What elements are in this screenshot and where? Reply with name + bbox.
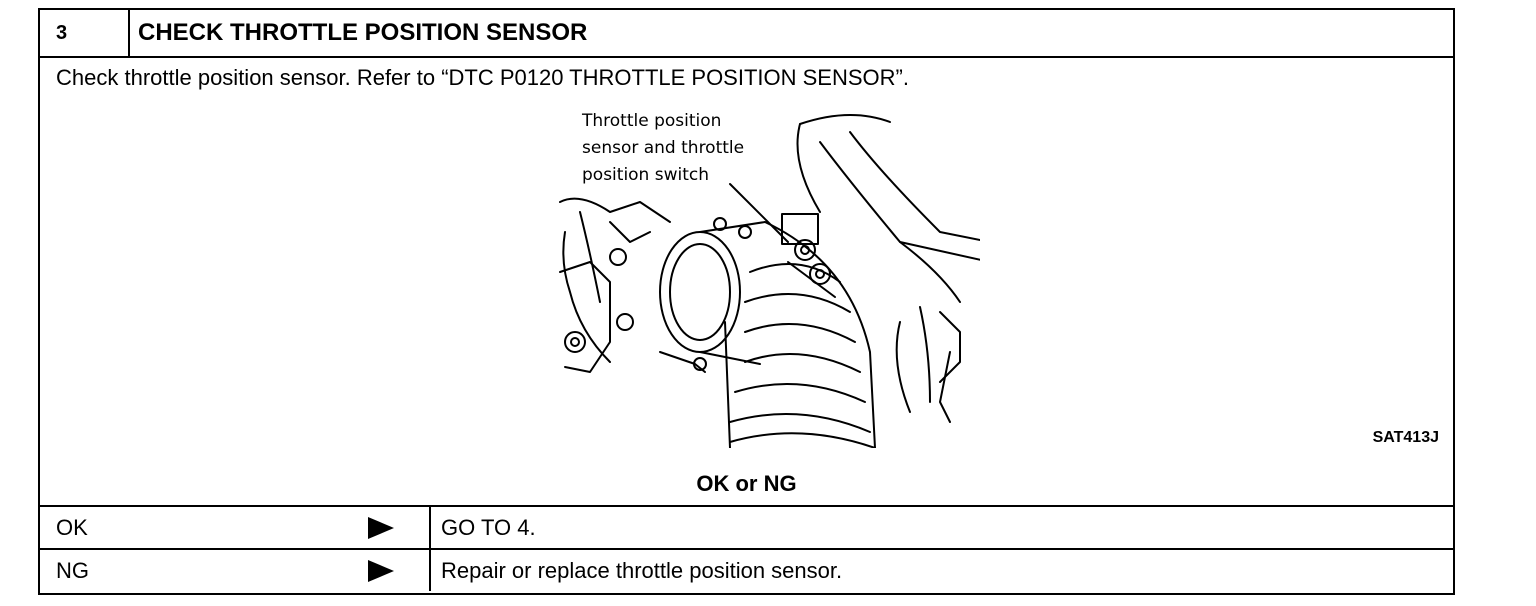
result-label: OK [56,515,88,540]
throttle-body-illustration: Throttle position sensor and throttle po… [559,111,980,448]
result-action: Repair or replace throttle position sens… [441,558,843,583]
column-divider [429,507,431,548]
figure-code: SAT413J [1372,429,1439,446]
right-arrow-icon [368,517,394,539]
callout-line-3: position switch [582,165,709,185]
result-label: NG [56,558,89,583]
column-divider [429,550,431,591]
step-title: CHECK THROTTLE POSITION SENSOR [138,19,588,46]
step-header: 3 CHECK THROTTLE POSITION SENSOR [40,10,1453,58]
result-row-ng: NG Repair or replace throttle position s… [40,548,1453,591]
callout-line-2: sensor and throttle [582,138,744,158]
result-row-ok: OK GO TO 4. [40,505,1453,548]
instruction-text: Check throttle position sensor. Refer to… [56,65,909,90]
step-number: 3 [40,10,130,56]
result-action: GO TO 4. [441,515,536,540]
procedure-table: 3 CHECK THROTTLE POSITION SENSOR Check t… [38,8,1455,595]
callout-line-1: Throttle position [581,111,721,131]
right-arrow-icon [368,560,394,582]
result-prompt: OK or NG [696,471,797,496]
